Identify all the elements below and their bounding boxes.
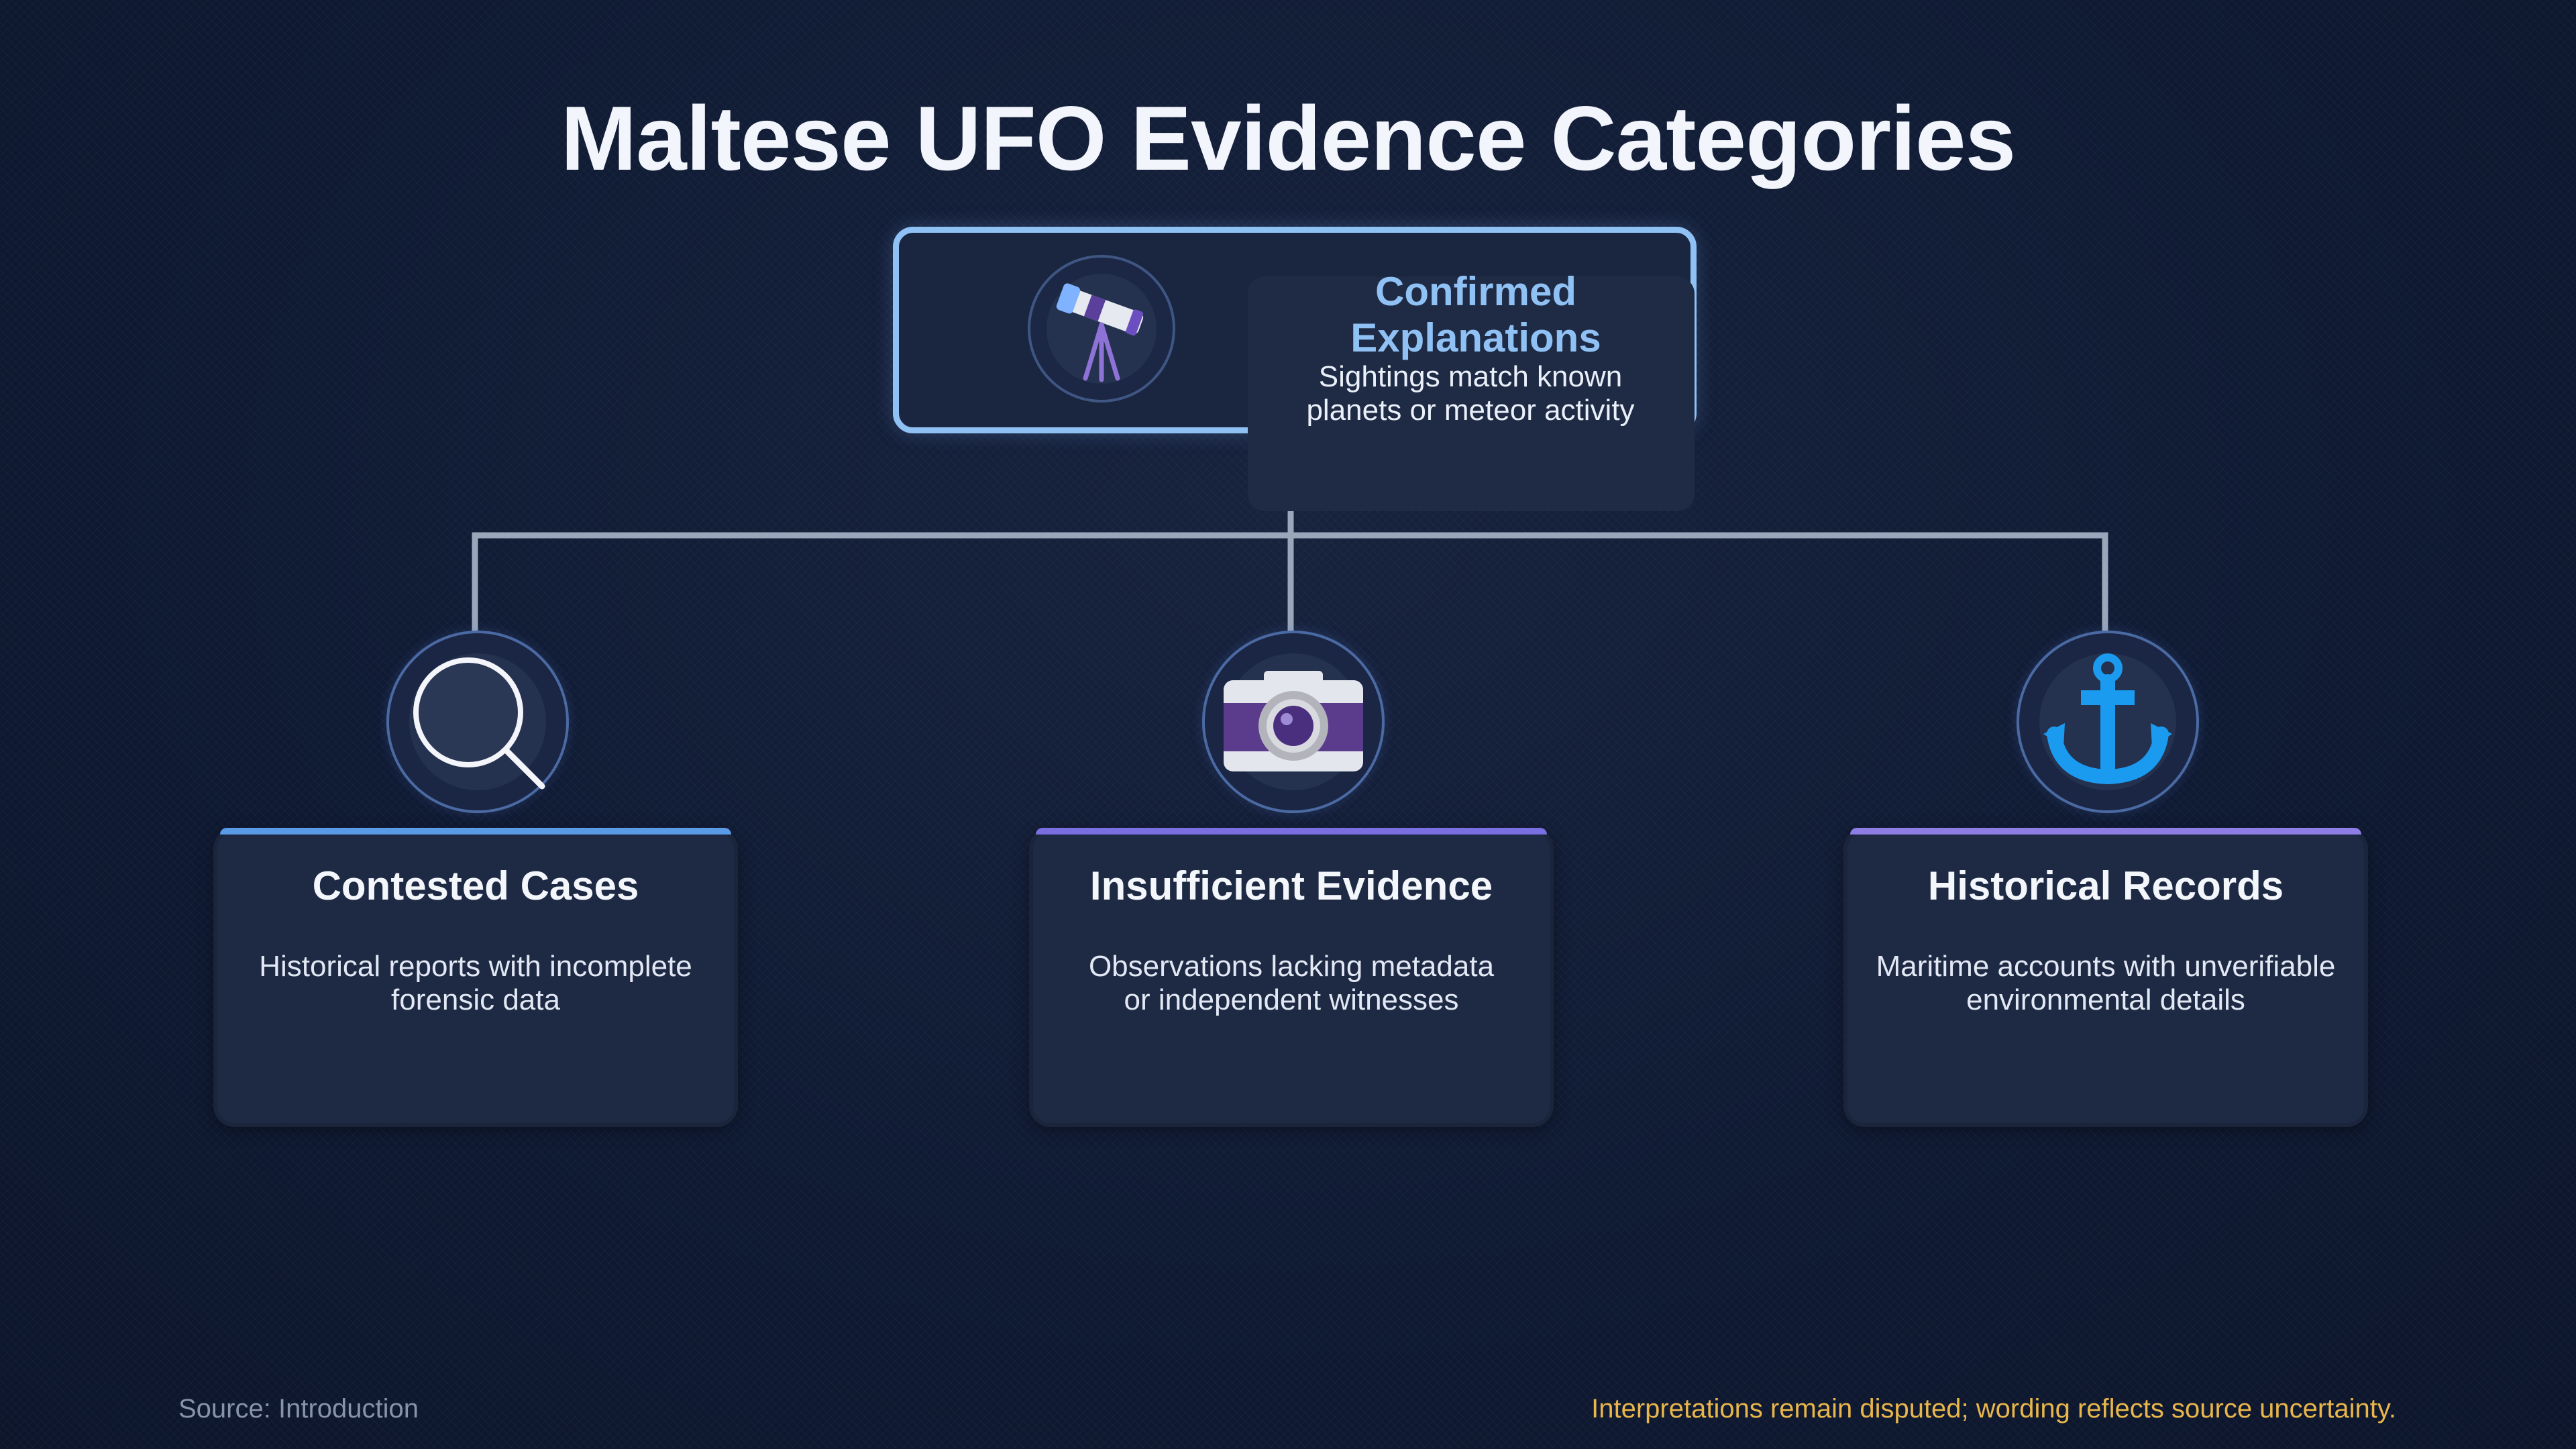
anchor-icon bbox=[2043, 653, 2172, 785]
card-title: Historical Records bbox=[1927, 863, 2284, 908]
card-accent-line bbox=[220, 828, 731, 835]
top-node-description: Sightings match known planets or meteor … bbox=[1306, 360, 1635, 427]
top-node-panel bbox=[1248, 276, 1695, 511]
disclaimer-note: Interpretations remain disputed; wording… bbox=[1591, 1394, 2396, 1424]
source-caption: Source: Introduction bbox=[178, 1394, 419, 1424]
page-title: Maltese UFO Evidence Categories bbox=[560, 87, 2016, 189]
insufficient-evidence-icon-circle bbox=[1202, 631, 1385, 813]
historical-records-icon-circle bbox=[2017, 631, 2199, 813]
telescope-icon bbox=[1046, 274, 1157, 384]
top-node-icon-circle bbox=[1028, 255, 1175, 402]
card-contested-cases: Contested Cases Historical reports with … bbox=[213, 828, 738, 1127]
magnifying-glass-icon bbox=[413, 657, 545, 790]
card-description: Observations lacking metadata or indepen… bbox=[1088, 950, 1495, 1016]
card-title: Contested Cases bbox=[312, 863, 639, 908]
contested-cases-icon-circle bbox=[386, 631, 569, 813]
card-description: Maritime accounts with unverifiable envi… bbox=[1876, 950, 2336, 1016]
card-accent-line bbox=[1036, 828, 1547, 835]
card-accent-line bbox=[1850, 828, 2361, 835]
top-node-heading: Confirmed Explanations bbox=[1350, 269, 1601, 360]
card-description: Historical reports with incomplete foren… bbox=[259, 950, 692, 1016]
camera-icon bbox=[1224, 671, 1363, 771]
card-historical-records: Historical Records Maritime accounts wit… bbox=[1843, 828, 2368, 1127]
card-insufficient-evidence: Insufficient Evidence Observations lacki… bbox=[1029, 828, 1554, 1127]
card-title: Insufficient Evidence bbox=[1089, 863, 1493, 908]
